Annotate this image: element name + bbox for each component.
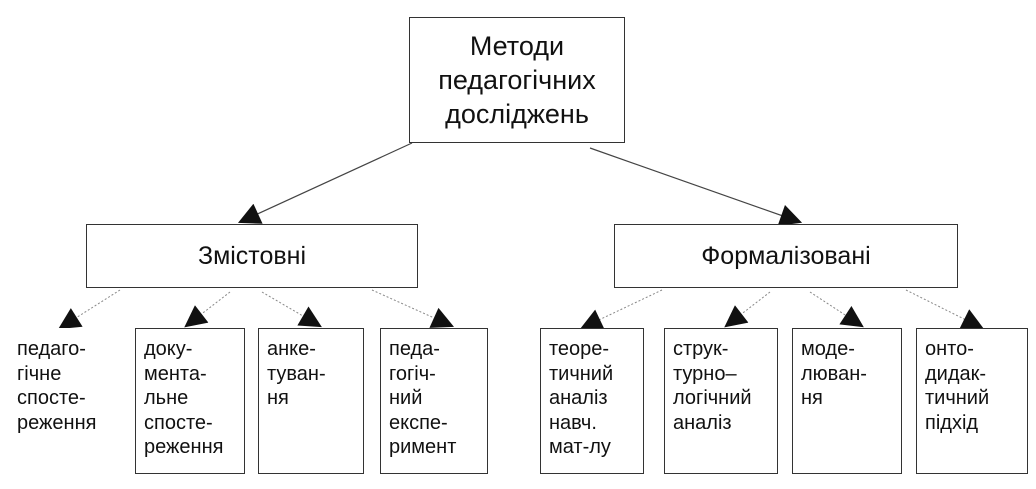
leaf-label: доку- мента- льне спосте- реження <box>144 338 224 458</box>
leaf-label: теоре- тичний аналіз навч. мат-лу <box>549 338 614 458</box>
group-node-formalizovani: Формалізовані <box>614 224 958 288</box>
root-node: Методи педагогічних досліджень <box>409 17 625 143</box>
arrow-z-to-leaf4 <box>371 289 455 328</box>
root-label: Методи педагогічних досліджень <box>438 31 596 129</box>
arrow-f-to-leaf2 <box>724 291 771 328</box>
leaf-label: педа- гогіч- ний експе- римент <box>389 338 457 458</box>
arrow-f-to-leaf4 <box>905 289 984 329</box>
leaf-node: струк- турно– логічний аналіз <box>664 328 778 474</box>
leaf-node: анке- туван- ня <box>258 328 364 474</box>
leaf-label: педаго- гічне спосте- реження <box>17 338 97 434</box>
arrow-f-to-leaf3 <box>809 291 864 328</box>
leaf-label: анке- туван- ня <box>267 338 326 409</box>
leaf-node: педаго- гічне спосте- реження <box>8 328 118 474</box>
arrow-root-to-formalizovani <box>589 147 803 226</box>
arrow-f-to-leaf1 <box>580 289 663 330</box>
arrow-z-to-leaf2 <box>184 291 231 328</box>
arrow-z-to-leaf3 <box>261 291 322 328</box>
leaf-label: струк- турно– логічний аналіз <box>673 338 752 434</box>
leaf-node: педа- гогіч- ний експе- римент <box>380 328 488 474</box>
group-label: Формалізовані <box>701 241 871 270</box>
arrow-root-to-zmistovni <box>238 142 413 224</box>
group-node-zmistovni: Змістовні <box>86 224 418 288</box>
leaf-label: моде- люван- ня <box>801 338 867 409</box>
leaf-node: моде- люван- ня <box>792 328 902 474</box>
leaf-node: теоре- тичний аналіз навч. мат-лу <box>540 328 644 474</box>
leaf-node: доку- мента- льне спосте- реження <box>135 328 245 474</box>
arrow-z-to-leaf1 <box>58 289 121 330</box>
leaf-node: онто- дидак- тичний підхід <box>916 328 1028 474</box>
leaf-label: онто- дидак- тичний підхід <box>925 338 990 434</box>
group-label: Змістовні <box>197 241 307 270</box>
